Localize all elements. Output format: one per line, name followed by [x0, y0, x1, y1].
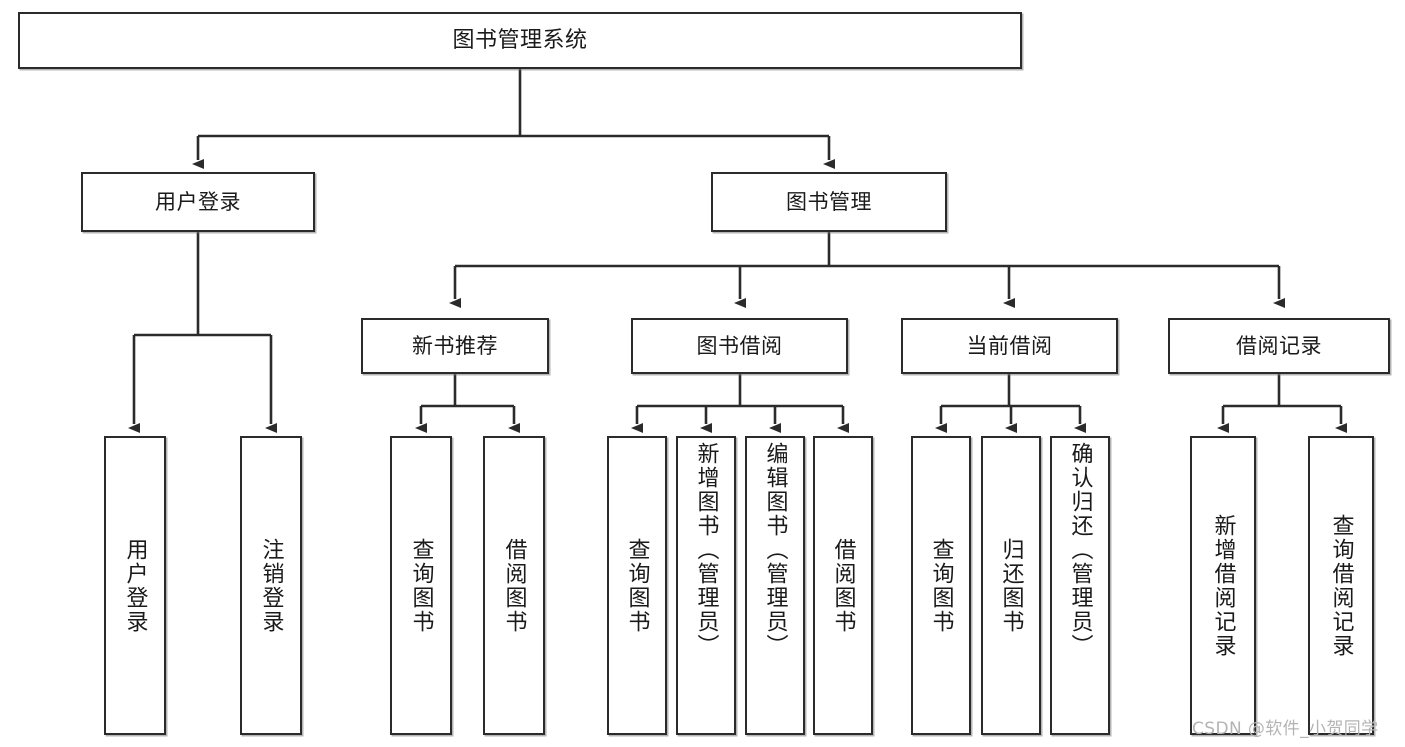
leaf-add-borrow-record[interactable]: 新增借阅记录: [1190, 436, 1256, 735]
node-label: 注销登录: [258, 537, 284, 634]
leaf-return-book[interactable]: 归还图书: [981, 436, 1041, 735]
leaf-borrow-book[interactable]: 借阅图书: [813, 436, 873, 735]
node-label: 图书借阅: [696, 333, 783, 358]
node-label: 新增借阅记录: [1210, 513, 1236, 658]
node-new-book-recommend[interactable]: 新书推荐: [361, 318, 549, 374]
node-label: 新增图书（管理员）: [693, 442, 719, 658]
node-label: 查询图书: [624, 537, 650, 634]
leaf-query-borrow-record[interactable]: 查询借阅记录: [1308, 436, 1374, 735]
node-label: 查询图书: [408, 537, 434, 634]
node-user-login[interactable]: 用户登录: [81, 172, 315, 232]
node-book-borrow[interactable]: 图书借阅: [631, 318, 848, 374]
node-root[interactable]: 图书管理系统: [18, 12, 1022, 69]
node-label: 借阅图书: [501, 537, 527, 634]
node-label: 借阅记录: [1236, 333, 1322, 358]
node-label: 编辑图书（管理员）: [762, 442, 788, 658]
node-label: 借阅图书: [830, 537, 856, 634]
node-label: 查询图书: [928, 537, 954, 634]
node-label: 查询借阅记录: [1328, 513, 1354, 658]
node-label: 图书管理: [786, 189, 872, 214]
node-label: 图书管理系统: [452, 27, 588, 53]
node-label: 用户登录: [122, 537, 148, 634]
leaf-borrow-book-recommend[interactable]: 借阅图书: [483, 436, 545, 735]
node-borrow-record[interactable]: 借阅记录: [1168, 318, 1390, 374]
node-label: 确认归还（管理员）: [1067, 442, 1093, 658]
leaf-confirm-return-admin[interactable]: 确认归还（管理员）: [1050, 436, 1110, 735]
leaf-query-book-borrow[interactable]: 查询图书: [607, 436, 667, 735]
leaf-add-book-admin[interactable]: 新增图书（管理员）: [676, 436, 736, 735]
leaf-query-book-current[interactable]: 查询图书: [911, 436, 971, 735]
leaf-user-login[interactable]: 用户登录: [104, 436, 166, 735]
node-label: 用户登录: [155, 189, 241, 214]
node-label: 当前借阅: [966, 333, 1053, 358]
node-book-management[interactable]: 图书管理: [711, 172, 947, 232]
leaf-logout[interactable]: 注销登录: [240, 436, 302, 735]
csdn-watermark: CSDN @软件_小贺同学: [1192, 719, 1379, 739]
node-label: 新书推荐: [412, 333, 498, 358]
node-label: 归还图书: [998, 537, 1024, 634]
node-current-borrow[interactable]: 当前借阅: [901, 318, 1118, 374]
leaf-query-book-recommend[interactable]: 查询图书: [390, 436, 452, 735]
leaf-edit-book-admin[interactable]: 编辑图书（管理员）: [745, 436, 805, 735]
